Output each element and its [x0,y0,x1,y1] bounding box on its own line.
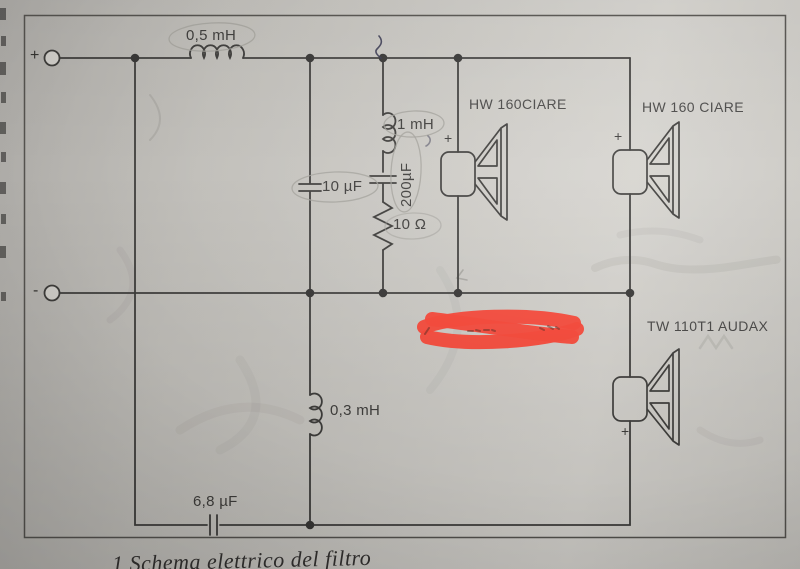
label-speaker-tweeter: TW 110T1 AUDAX [647,318,769,334]
label-capacitor-10uF: 10 µF [322,178,363,195]
polarity-mark-tweeter: + [621,423,630,439]
terminal-negative-sign: - [33,282,39,299]
speaker-woofer2-icon [612,121,680,219]
terminal-positive-icon [43,49,61,67]
label-speaker-woofer1: HW 160CIARE [469,96,567,112]
label-inductor-0p3mH: 0,3 mH [330,402,381,419]
label-capacitor-6p8uF: 6,8 µF [193,493,238,510]
inductor-0p3mH-icon [308,392,323,437]
ink-squiggle [375,35,431,147]
resistor-10ohm-icon [371,201,395,251]
label-speaker-woofer2: HW 160 CIARE [642,99,745,115]
junction-dots [130,53,635,530]
wire-bottom-rail [219,420,631,526]
pencil-smudges [106,94,781,455]
input-terminals [43,49,61,302]
text-showing-through-marker [424,325,560,335]
label-inductor-0p5mH: 0,5 mH [186,27,237,44]
label-capacitor-200uF: 200µF [398,162,415,207]
polarity-mark-woofer2: + [614,128,623,144]
pencil-ovals [168,22,445,240]
terminal-negative-icon [43,284,61,302]
polarity-mark-woofer1: + [444,130,453,146]
red-marker-scribble [417,309,584,350]
label-inductor-1mH: 1 mH [397,116,435,133]
terminal-positive-sign: + [30,47,40,64]
capacitor-10uF-icon [298,183,322,192]
inductor-1mH-icon [381,112,397,154]
label-resistor-10ohm: 10 Ω [393,216,427,233]
figure-frame [23,14,787,539]
inductor-0p5mH-icon [189,44,245,60]
capacitor-6p8uF-icon [209,514,218,536]
wire-left-drop [134,57,208,526]
wires [58,44,631,536]
page-edge-marks [0,8,6,301]
